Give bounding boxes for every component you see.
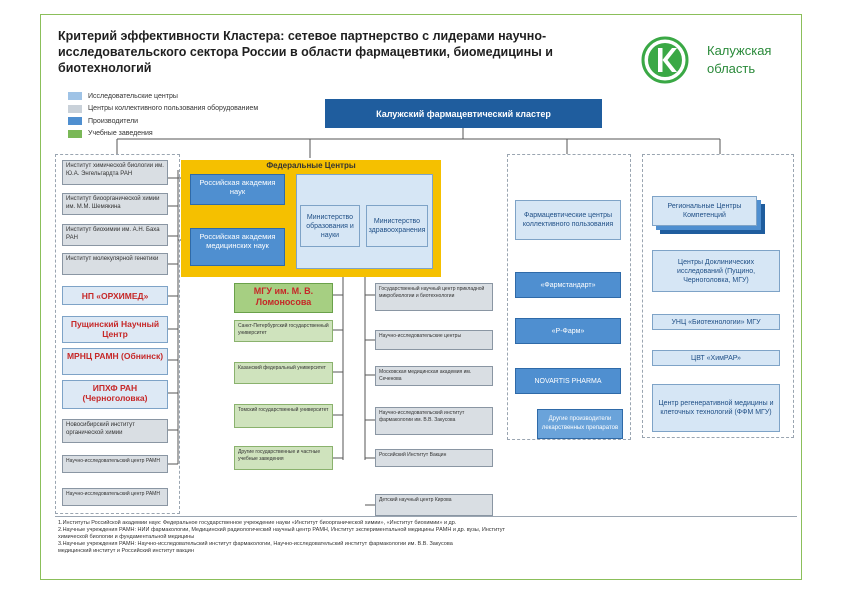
ministry-education: Министерство образования и науки <box>300 205 360 247</box>
cluster-box: Калужский фармацевтический кластер <box>325 99 602 128</box>
legend-label: Центры коллективного пользования оборудо… <box>88 105 259 113</box>
slide-title: Критерий эффективности Кластера: сетевое… <box>58 29 553 75</box>
research-center: ИПХФ РАН (Черноголовка) <box>62 380 168 409</box>
research-center: Институт химической биологии им. Ю.А. Эн… <box>62 160 168 185</box>
research-center: МРНЦ РАМН (Обнинск) <box>62 348 168 375</box>
research-center: Научно-исследовательский центр РАМН <box>62 488 168 506</box>
ministry-health: Министерство здравоохранения <box>366 205 428 247</box>
slide-frame <box>40 14 802 580</box>
region-name: Калужская область <box>707 42 787 78</box>
research-center: Пущинский Научный Центр <box>62 316 168 343</box>
russian-academy-medical-sciences: Российская академия медицинских наук <box>190 228 285 266</box>
footnote: 2.Научные учреждения РАМН: НИИ фармаколо… <box>58 527 506 533</box>
legend-item-education: Учебные заведения <box>68 128 258 141</box>
research-center: Институт молекулярной генетики <box>62 253 168 275</box>
research-item: Российский Институт Вакцин <box>375 449 493 467</box>
mgu-box: МГУ им. М. В. Ломоносова <box>234 283 333 313</box>
footnote: медицинский институт и Российский инстит… <box>58 548 194 554</box>
education-item: Томский государственный университет <box>234 404 333 428</box>
kaluga-logo-icon <box>641 36 689 84</box>
research-item: Научно-исследовательский институт фармак… <box>375 407 493 435</box>
research-item: Московская медицинская академия им. Сече… <box>375 366 493 386</box>
competence-item: Центры Доклинических исследований (Пущин… <box>652 250 780 292</box>
legend-item-research: Исследовательские центры <box>68 90 258 103</box>
footnote: 3.Научные учреждения РАМН: Научно-исслед… <box>58 541 453 547</box>
research-item: Государственный научный центр прикладной… <box>375 283 493 311</box>
research-center: Новосибирский институт органической хими… <box>62 419 168 443</box>
russian-academy-sciences: Российская академия наук <box>190 174 285 205</box>
legend-label: Учебные заведения <box>88 130 153 138</box>
research-center: Научно-исследовательский центр РАМН <box>62 455 168 473</box>
legend-label: Производители <box>88 117 139 125</box>
competence-item: УНЦ «Биотехнологии» МГУ <box>652 314 780 330</box>
competence-item: Центр регенеративной медицины и клеточны… <box>652 384 780 432</box>
pharma-item: Другие производители лекарственных препа… <box>537 409 623 439</box>
legend-label: Исследовательские центры <box>88 92 178 100</box>
competence-item: ЦВТ «ХимРАР» <box>652 350 780 366</box>
footnote: химической биологии и фундаментальной ме… <box>58 534 195 540</box>
region-line1: Калужская <box>707 43 772 58</box>
legend-item-shared: Центры коллективного пользования оборудо… <box>68 103 258 116</box>
education-item: Другие государственные и частные учебные… <box>234 446 333 470</box>
pharma-item: «Р-Фарм» <box>515 318 621 344</box>
research-center: НП «ОРХИМЕД» <box>62 286 168 305</box>
pharma-item: «Фармстандарт» <box>515 272 621 298</box>
region-line2: область <box>707 61 756 76</box>
competence-header: Региональные Центры Компетенций <box>652 196 757 226</box>
education-item: Санкт-Петербургский государственный унив… <box>234 320 333 342</box>
legend: Исследовательские центры Центры коллекти… <box>68 90 258 140</box>
footnote: 1.Институты Российской академии наук: Фе… <box>58 520 457 526</box>
federal-centers-title: Федеральные Центры <box>266 161 356 170</box>
research-center: Институт биохимии им. А.Н. Баха РАН <box>62 224 168 246</box>
left-column <box>55 154 180 514</box>
education-item: Казанский федеральный университет <box>234 362 333 384</box>
research-item: Научно-исследовательские центры <box>375 330 493 350</box>
pharma-column <box>507 154 631 440</box>
research-item: Детский научный центр Кирова <box>375 494 493 516</box>
footnotes: 1.Институты Российской академии наук: Фе… <box>58 520 788 555</box>
legend-item-producers: Производители <box>68 115 258 128</box>
research-center: Институт биоорганической химии им. М.М. … <box>62 193 168 215</box>
divider <box>55 516 797 517</box>
pharma-header: Фармацевтические центры коллективного по… <box>515 200 621 240</box>
competence-column <box>642 154 794 438</box>
pharma-item: NOVARTIS PHARMA <box>515 368 621 394</box>
